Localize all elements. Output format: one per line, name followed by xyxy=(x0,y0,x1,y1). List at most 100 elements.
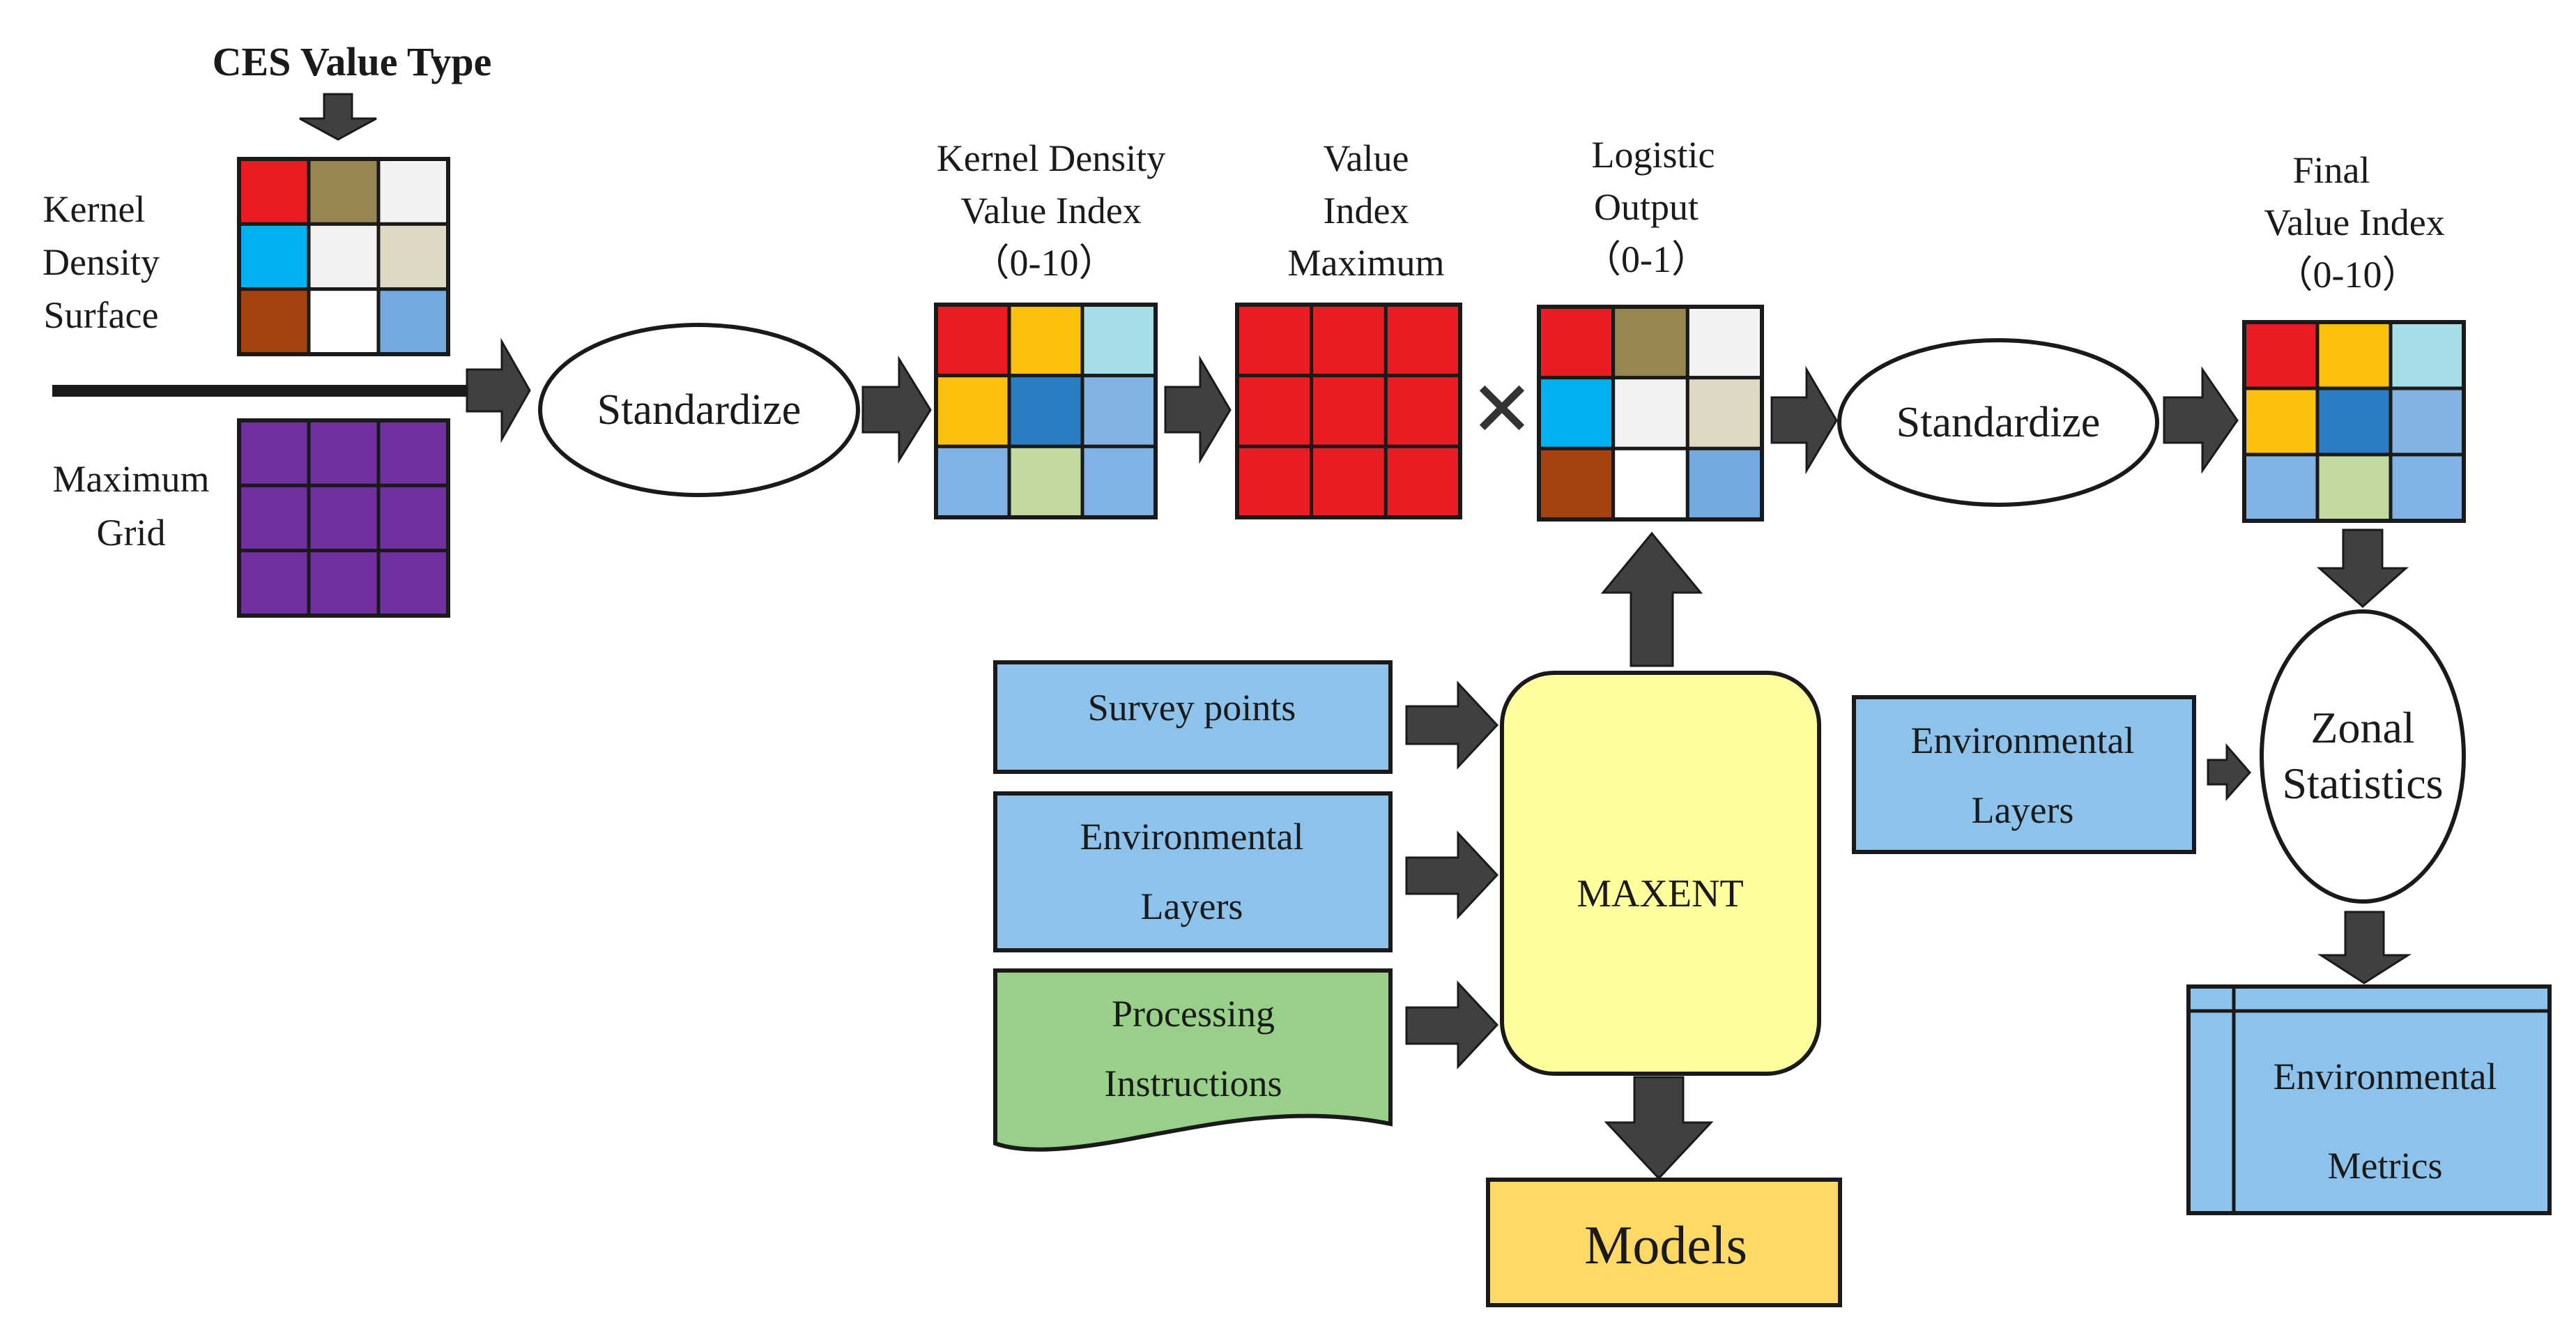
svg-text:Environmental: Environmental xyxy=(1080,816,1304,858)
logistic-output-grid-cell xyxy=(1685,446,1764,522)
final-value-index-grid xyxy=(2242,320,2466,523)
final-value-index-grid-cell xyxy=(2315,320,2393,390)
kernel-density-grid-cell xyxy=(376,157,450,226)
merge-line xyxy=(52,385,467,397)
kernel-density-grid-cell xyxy=(376,287,450,356)
value-index-maximum-grid-cell xyxy=(1235,444,1314,519)
kernel-density-grid-frame xyxy=(237,157,450,356)
kernel-density-grid-cell xyxy=(376,222,450,291)
maximum-grid-label: Maximum Grid xyxy=(53,458,210,554)
arrow-to-standardize-2 xyxy=(1770,365,1838,475)
svg-text:Index: Index xyxy=(1324,190,1409,231)
env-layers-right-box xyxy=(1852,695,2196,854)
svg-text:Zonal: Zonal xyxy=(2310,703,2414,752)
value-index-maximum-label: Value Index Maximum xyxy=(1288,137,1445,284)
logistic-output-grid-cell xyxy=(1537,446,1616,522)
standardize-label-1: Standardize xyxy=(597,386,802,434)
multiply-symbol: ✕ xyxy=(1470,365,1534,454)
arrow-to-standardize-1 xyxy=(466,337,531,443)
env-layers-left-label: Environmental Layers xyxy=(1080,816,1304,927)
kernel-density-value-index-grid-cell xyxy=(934,374,1011,448)
svg-text:Value Index: Value Index xyxy=(960,190,1141,231)
maximum-grid xyxy=(237,418,450,618)
kernel-density-grid-cell xyxy=(307,222,381,291)
kernel-density-grid xyxy=(237,157,450,356)
svg-text:Maximum: Maximum xyxy=(1288,242,1445,284)
kernel-density-value-index-grid-cell xyxy=(1080,303,1158,378)
svg-text:Layers: Layers xyxy=(1972,789,2074,831)
survey-points-box xyxy=(993,660,1393,774)
logistic-output-label: Logistic Output （0-1） xyxy=(1584,134,1715,280)
logistic-output-grid-cell xyxy=(1537,305,1616,380)
logistic-output-grid-frame xyxy=(1537,305,1764,522)
svg-text:Value: Value xyxy=(1324,137,1409,179)
svg-text:Metrics: Metrics xyxy=(2328,1145,2443,1187)
kd-value-index-label: Kernel Density Value Index （0-10） xyxy=(937,137,1165,284)
kernel-density-grid-cell xyxy=(237,222,311,291)
arrow-to-kd-value-index xyxy=(861,355,932,464)
svg-text:Density: Density xyxy=(43,241,160,283)
final-value-index-grid-cell xyxy=(2242,452,2320,523)
models-label: Models xyxy=(1584,1215,1747,1275)
kernel-density-grid-cell xyxy=(307,287,381,356)
arrow-env-to-zonal xyxy=(2207,743,2251,801)
logistic-output-grid xyxy=(1537,305,1764,522)
arrow-maxent-to-logistic xyxy=(1600,531,1703,667)
value-index-maximum-grid-cell xyxy=(1383,444,1462,519)
logistic-output-grid-cell xyxy=(1611,305,1689,380)
arrow-processing-to-maxent xyxy=(1405,980,1499,1070)
env-layers-left-box xyxy=(993,791,1393,952)
svg-text:Kernel Density: Kernel Density xyxy=(937,137,1165,179)
svg-text:Environmental: Environmental xyxy=(2274,1056,2497,1097)
env-layers-right-label: Environmental Layers xyxy=(1911,720,2135,831)
processing-instructions-box xyxy=(993,968,1393,1152)
maximum-grid-cell xyxy=(237,418,311,487)
arrow-to-final-value-index xyxy=(2163,366,2239,474)
logistic-output-grid-cell xyxy=(1537,376,1616,450)
svg-text:（0-1）: （0-1） xyxy=(1584,238,1709,280)
final-value-index-grid-cell xyxy=(2389,386,2466,457)
kernel-density-value-index-grid-cell xyxy=(934,303,1011,378)
svg-text:Grid: Grid xyxy=(97,512,166,554)
maximum-grid-cell xyxy=(376,549,450,618)
kernel-density-value-index-grid-cell xyxy=(1007,444,1084,519)
kernel-density-value-index-grid xyxy=(934,303,1158,519)
kernel-density-value-index-grid-frame xyxy=(934,303,1158,519)
standardize-ellipse-1 xyxy=(538,323,860,497)
svg-text:Processing: Processing xyxy=(1112,993,1275,1035)
models-box xyxy=(1486,1178,1842,1307)
value-index-maximum-grid-cell xyxy=(1310,374,1388,448)
svg-text:Maximum: Maximum xyxy=(53,458,210,500)
maximum-grid-cell xyxy=(307,418,381,487)
arrow-to-value-index-maximum xyxy=(1164,355,1232,464)
kernel-density-grid-cell xyxy=(237,287,311,356)
final-value-index-label: Final Value Index （0-10） xyxy=(2264,149,2444,296)
svg-text:Surface: Surface xyxy=(44,294,159,336)
svg-text:Value Index: Value Index xyxy=(2264,201,2444,243)
kernel-density-surface-label: Kernel Density Surface xyxy=(43,188,160,336)
svg-text:Final: Final xyxy=(2292,149,2370,191)
logistic-output-grid-cell xyxy=(1611,376,1689,450)
zonal-statistics-ellipse xyxy=(2260,609,2466,904)
diagram-title: CES Value Type xyxy=(213,39,492,84)
maxent-box xyxy=(1500,671,1821,1076)
value-index-maximum-grid-frame xyxy=(1235,303,1462,519)
arrow-survey-to-maxent xyxy=(1405,680,1499,770)
logistic-output-grid-cell xyxy=(1611,446,1689,522)
svg-text:Logistic: Logistic xyxy=(1592,134,1715,176)
survey-points-label: Survey points xyxy=(1088,687,1296,729)
final-value-index-grid-cell xyxy=(2242,386,2320,457)
svg-text:Layers: Layers xyxy=(1141,885,1243,927)
maximum-grid-cell xyxy=(307,549,381,618)
value-index-maximum-grid-cell xyxy=(1310,303,1388,378)
kernel-density-grid-cell xyxy=(307,157,381,226)
kernel-density-value-index-grid-cell xyxy=(1080,444,1158,519)
title-down-arrow xyxy=(299,93,377,141)
arrow-maxent-to-models xyxy=(1604,1076,1714,1180)
environmental-metrics-box xyxy=(2186,984,2552,1215)
kernel-density-value-index-grid-cell xyxy=(934,444,1011,519)
kernel-density-value-index-grid-cell xyxy=(1007,303,1084,378)
kernel-density-value-index-grid-cell xyxy=(1007,374,1084,448)
final-value-index-grid-cell xyxy=(2315,386,2393,457)
